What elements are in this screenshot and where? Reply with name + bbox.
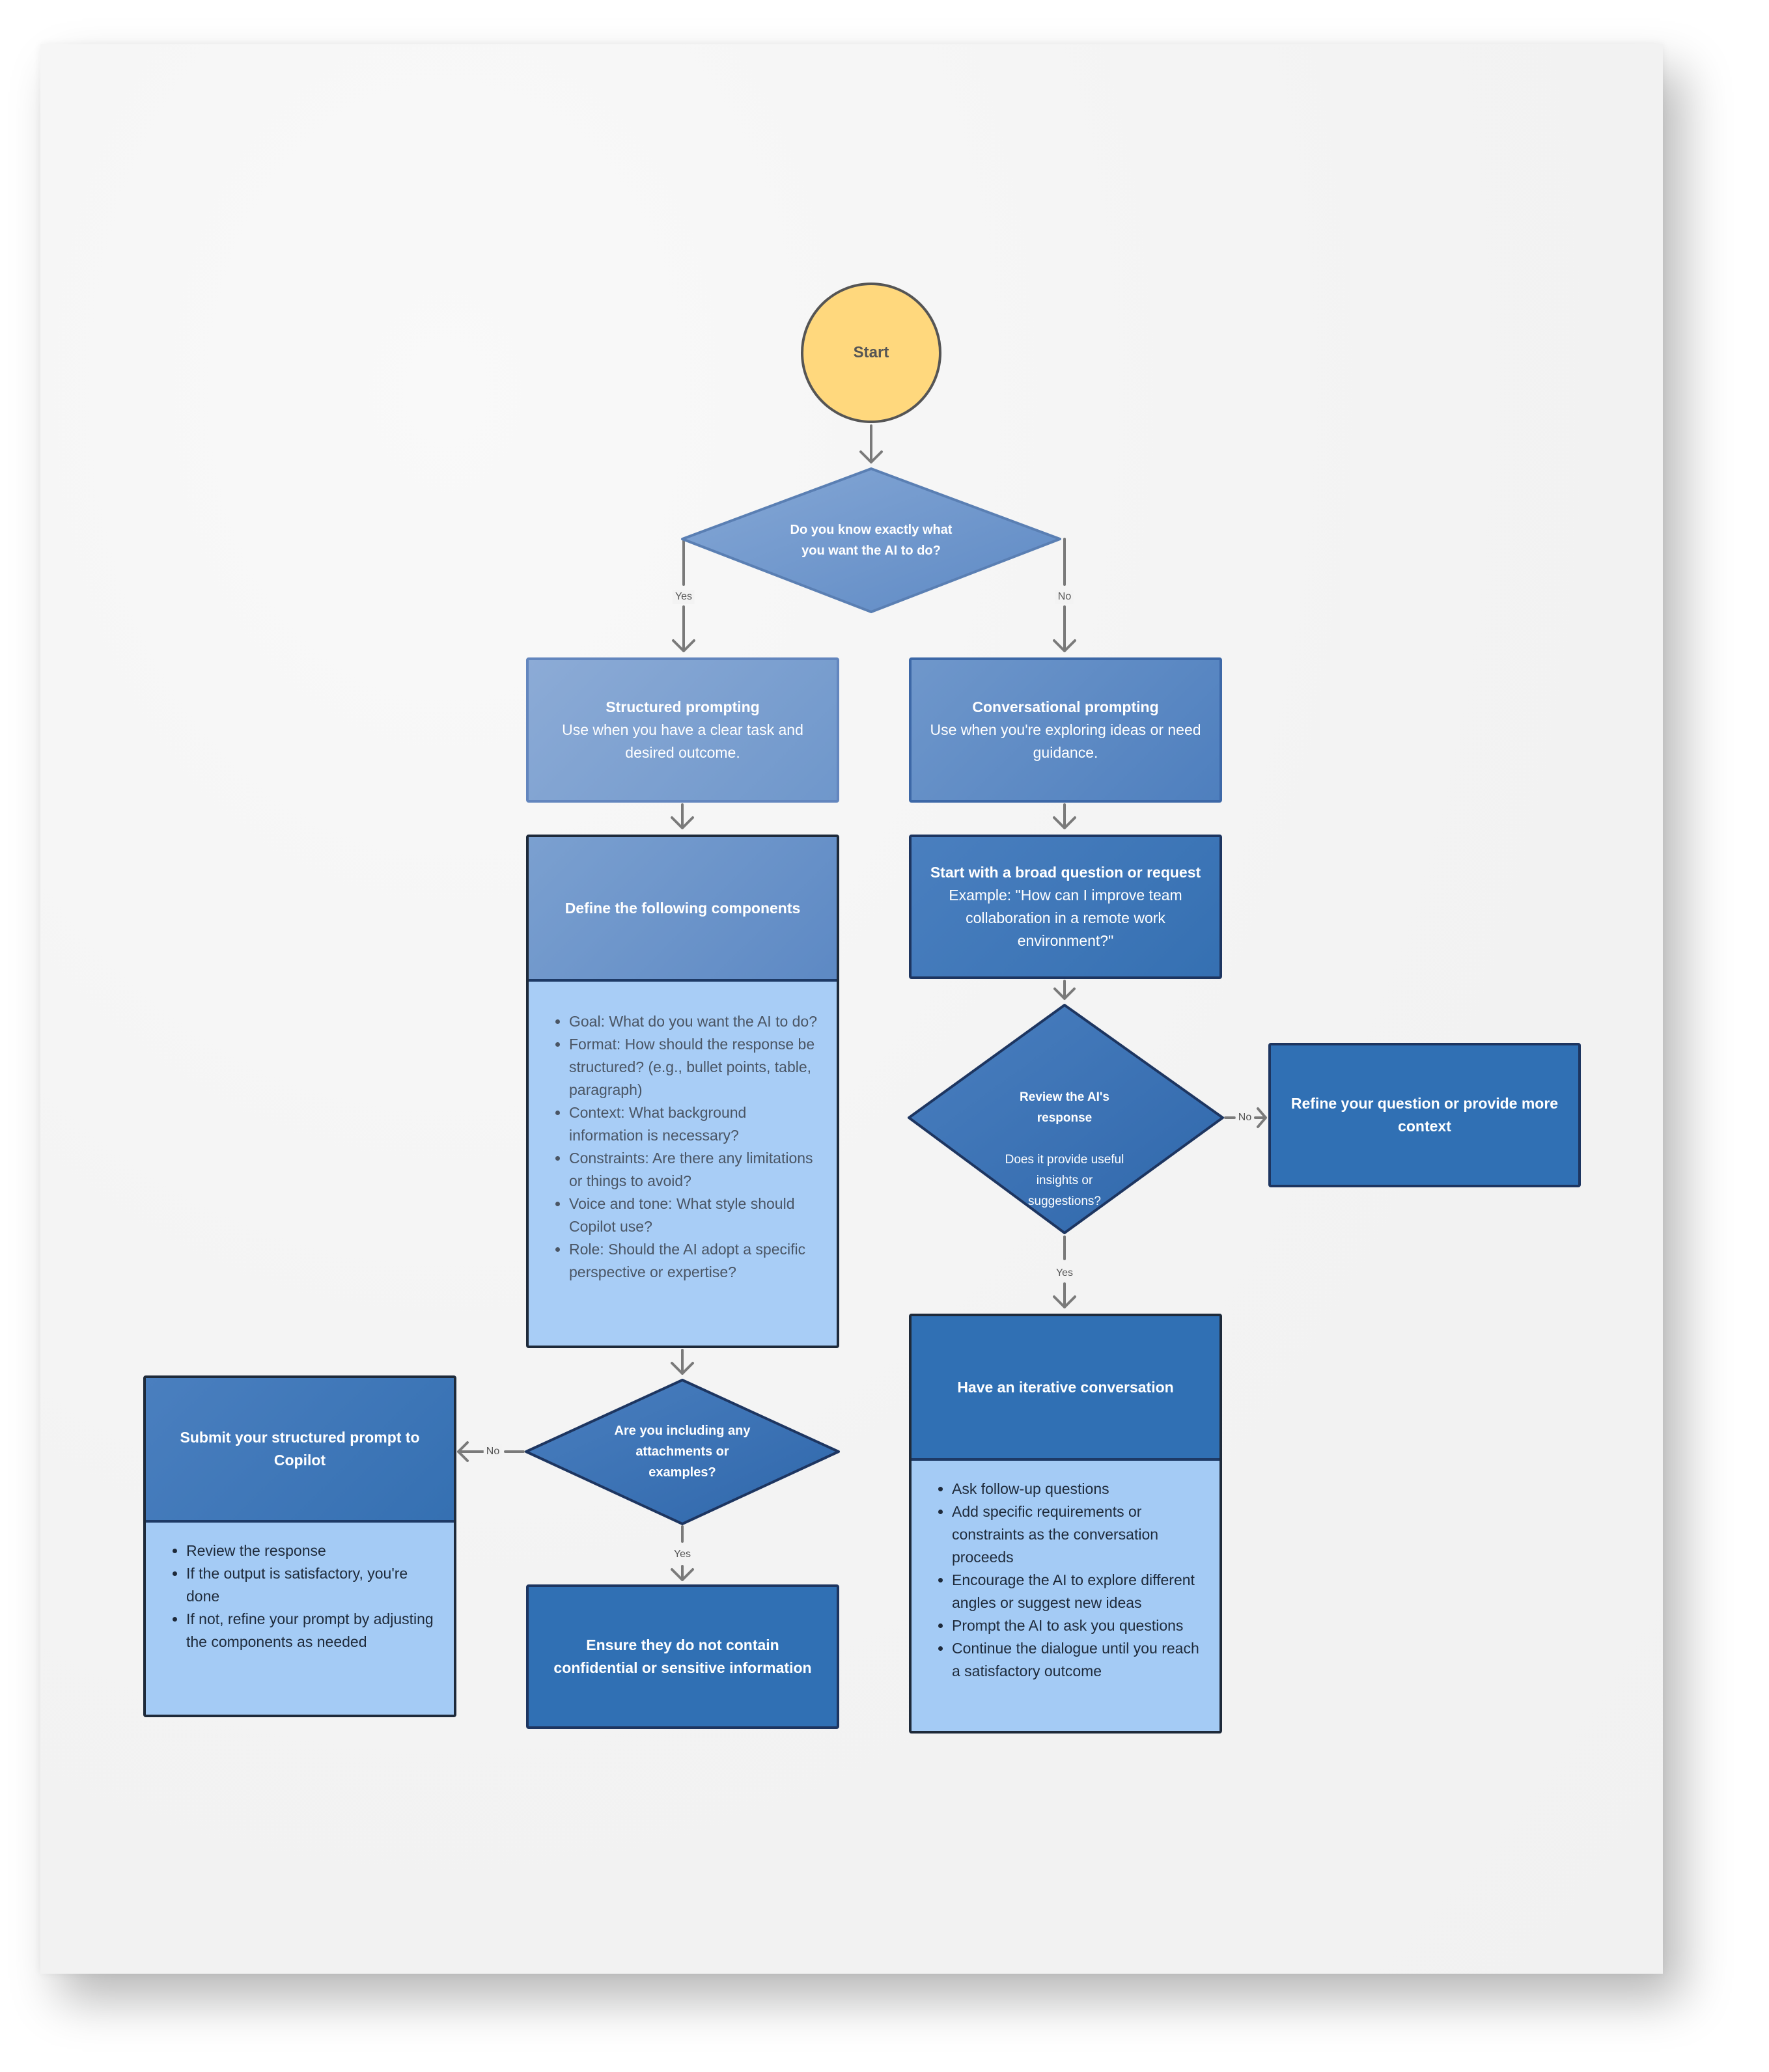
edge-label-attach-yes: Yes bbox=[671, 1547, 694, 1562]
connector-attach-yes bbox=[671, 1525, 694, 1581]
broad-question-text: Example: "How can I improve team collabo… bbox=[949, 887, 1182, 949]
list-item: Format: How should the response be struc… bbox=[569, 1033, 821, 1101]
broad-question-title: Start with a broad question or request bbox=[930, 864, 1201, 881]
list-item: If the output is satisfactory, you're do… bbox=[186, 1562, 438, 1608]
submit-prompt-list: Review the response If the output is sat… bbox=[168, 1540, 438, 1653]
list-item: Prompt the AI to ask you questions bbox=[952, 1614, 1204, 1637]
list-item: Constraints: Are there any limitations o… bbox=[569, 1147, 821, 1193]
decision-review-shape bbox=[908, 1004, 1224, 1234]
list-item: Context: What background information is … bbox=[569, 1101, 821, 1147]
list-item: Goal: What do you want the AI to do? bbox=[569, 1010, 821, 1033]
submit-prompt-title: Submit your structured prompt to Copilot bbox=[146, 1378, 454, 1523]
start-node: Start bbox=[801, 283, 941, 423]
edge-label-attach-no: No bbox=[483, 1444, 503, 1459]
connector-decision-no bbox=[1053, 538, 1076, 652]
define-components-card: Define the following components Goal: Wh… bbox=[526, 835, 839, 1348]
connector-structured-to-define bbox=[671, 803, 694, 829]
decision-know-shape bbox=[681, 467, 1061, 613]
list-item: Review the response bbox=[186, 1540, 438, 1562]
list-item: If not, refine your prompt by adjusting … bbox=[186, 1608, 438, 1653]
decision-attach-shape bbox=[525, 1379, 840, 1525]
connector-broad-to-review bbox=[1053, 980, 1076, 1000]
list-item: Add specific requirements or constraints… bbox=[952, 1500, 1204, 1569]
conversational-prompting-text: Use when you're exploring ideas or need … bbox=[930, 721, 1201, 761]
refine-question-text: Refine your question or provide more con… bbox=[1290, 1095, 1559, 1135]
structured-prompting-text: Use when you have a clear task and desir… bbox=[562, 721, 803, 761]
edge-label-review-no: No bbox=[1235, 1111, 1255, 1125]
connector-define-to-attach bbox=[671, 1349, 694, 1375]
decision-review-title: Review the AI's response bbox=[1020, 1090, 1109, 1125]
edge-label-know-no: No bbox=[1055, 590, 1074, 604]
list-item: Continue the dialogue until you reach a … bbox=[952, 1637, 1204, 1683]
connector-review-yes bbox=[1053, 1236, 1076, 1308]
edge-label-review-yes: Yes bbox=[1053, 1266, 1076, 1280]
structured-prompting-title: Structured prompting bbox=[606, 698, 760, 715]
list-item: Voice and tone: What style should Copilo… bbox=[569, 1193, 821, 1238]
connector-conversational-to-broad bbox=[1053, 803, 1076, 829]
iterative-conversation-list: Ask follow-up questions Add specific req… bbox=[934, 1478, 1204, 1683]
edge-label-know-yes: Yes bbox=[672, 590, 695, 604]
connector-decision-yes bbox=[672, 538, 695, 652]
ensure-confidential-box: Ensure they do not contain confidential … bbox=[526, 1584, 839, 1729]
broad-question-box: Start with a broad question or request E… bbox=[909, 835, 1222, 979]
structured-prompting-box: Structured prompting Use when you have a… bbox=[526, 657, 839, 803]
decision-review-text: Does it provide useful insights or sugge… bbox=[1005, 1153, 1124, 1208]
iterative-conversation-title: Have an iterative conversation bbox=[912, 1316, 1219, 1461]
decision-review-label: Review the AI's response Does it provide… bbox=[967, 1066, 1162, 1233]
decision-attach-label: Are you including any attachments or exa… bbox=[614, 1424, 751, 1480]
iterative-conversation-card: Have an iterative conversation Ask follo… bbox=[909, 1314, 1222, 1734]
define-components-body: Goal: What do you want the AI to do? For… bbox=[529, 982, 837, 1346]
connector-attach-no bbox=[457, 1441, 525, 1462]
connector-start-to-decision bbox=[859, 424, 883, 463]
define-components-title: Define the following components bbox=[529, 837, 837, 982]
list-item: Ask follow-up questions bbox=[952, 1478, 1204, 1500]
refine-question-box: Refine your question or provide more con… bbox=[1268, 1043, 1581, 1187]
conversational-prompting-title: Conversational prompting bbox=[972, 698, 1159, 715]
list-item: Encourage the AI to explore different an… bbox=[952, 1569, 1204, 1614]
ensure-confidential-text: Ensure they do not contain confidential … bbox=[553, 1637, 812, 1676]
connector-review-no bbox=[1224, 1107, 1267, 1128]
iterative-conversation-body: Ask follow-up questions Add specific req… bbox=[912, 1461, 1219, 1731]
list-item: Role: Should the AI adopt a specific per… bbox=[569, 1238, 821, 1284]
conversational-prompting-box: Conversational prompting Use when you're… bbox=[909, 657, 1222, 803]
start-label: Start bbox=[853, 344, 889, 361]
define-components-list: Goal: What do you want the AI to do? For… bbox=[551, 1010, 821, 1284]
submit-prompt-card: Submit your structured prompt to Copilot… bbox=[143, 1375, 456, 1717]
submit-prompt-body: Review the response If the output is sat… bbox=[146, 1523, 454, 1715]
decision-know-label: Do you know exactly what you want the AI… bbox=[790, 523, 953, 558]
